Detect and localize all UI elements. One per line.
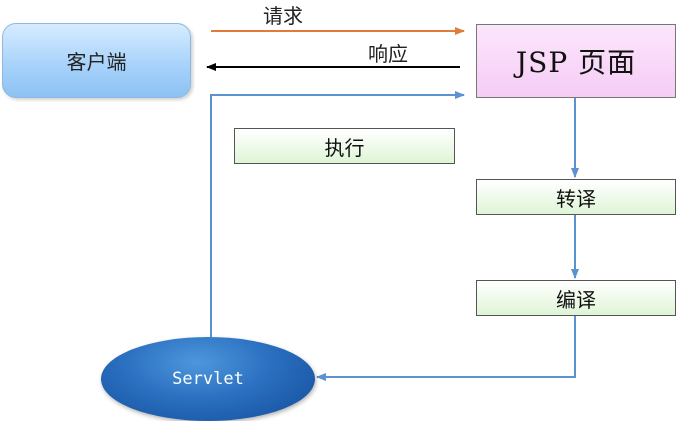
compile-node: 编译 [476, 280, 676, 316]
client-label: 客户端 [66, 50, 127, 74]
jsp-page-label: JSP 页面 [515, 46, 637, 79]
servlet-label: Servlet [172, 369, 244, 389]
response-label: 响应 [368, 42, 408, 66]
translate-label: 转译 [556, 186, 596, 211]
client-node: 客户端 [2, 23, 191, 98]
compile-to-servlet-arrow [316, 315, 576, 381]
servlet-to-jsp-arrow [210, 91, 465, 337]
translate-node: 转译 [476, 179, 676, 215]
execute-label: 执行 [324, 135, 365, 160]
request-label: 请求 [263, 4, 303, 28]
servlet-node: Servlet [101, 337, 315, 421]
execute-node: 执行 [234, 128, 455, 164]
compile-label: 编译 [556, 287, 596, 312]
jsp-page-node: JSP 页面 [476, 24, 676, 98]
